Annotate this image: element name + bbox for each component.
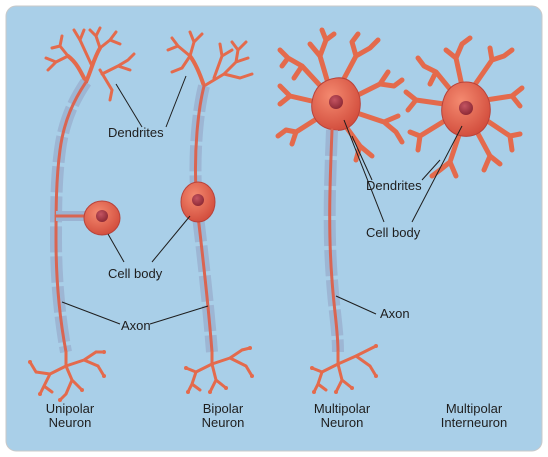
caption-bipolar-line2: Neuron	[202, 415, 245, 430]
caption-unipolar-line2: Neuron	[49, 415, 92, 430]
unipolar-axon	[49, 78, 92, 354]
multipolar-interneuron	[403, 35, 525, 179]
caption-multipolar-line2: Neuron	[321, 415, 364, 430]
bipolar-neuron	[166, 30, 254, 394]
caption-unipolar-line1: Unipolar	[46, 401, 95, 416]
leader-lines	[61, 75, 463, 325]
unipolar-neuron	[28, 26, 136, 402]
caption-interneuron-line1: Multipolar	[446, 401, 503, 416]
background-panel	[5, 5, 543, 452]
caption-interneuron-line2: Interneuron	[441, 415, 508, 430]
unipolar-dendrites-top	[44, 26, 136, 102]
cell-body-label-right: Cell body	[366, 225, 421, 240]
multipolar-axon	[323, 128, 344, 354]
multipolar-cell-body	[311, 77, 361, 131]
unipolar-axon-terminals	[28, 350, 106, 402]
dendrites-label-right: Dendrites	[366, 178, 422, 193]
dendrites-label-left: Dendrites	[108, 125, 164, 140]
multipolar-neuron	[275, 27, 405, 394]
unipolar-cell-body	[83, 200, 121, 236]
axon-label-left: Axon	[121, 318, 151, 333]
interneuron-cell-body	[441, 81, 491, 137]
captions: Unipolar Neuron Bipolar Neuron Multipola…	[46, 401, 507, 430]
caption-multipolar-line1: Multipolar	[314, 401, 371, 416]
bipolar-cell-body	[180, 181, 216, 223]
bipolar-axon-terminals	[184, 346, 254, 394]
multipolar-axon-terminals	[310, 344, 378, 394]
multipolar-dendrites	[275, 27, 405, 163]
caption-bipolar-line1: Bipolar	[203, 401, 244, 416]
bipolar-axon	[189, 84, 218, 354]
axon-label-right: Axon	[380, 306, 410, 321]
interneuron-dendrites	[403, 35, 525, 179]
cell-body-label-left: Cell body	[108, 266, 163, 281]
labels: Dendrites Cell body Axon Dendrites Cell …	[108, 125, 422, 333]
bipolar-dendrites-top	[166, 30, 254, 88]
